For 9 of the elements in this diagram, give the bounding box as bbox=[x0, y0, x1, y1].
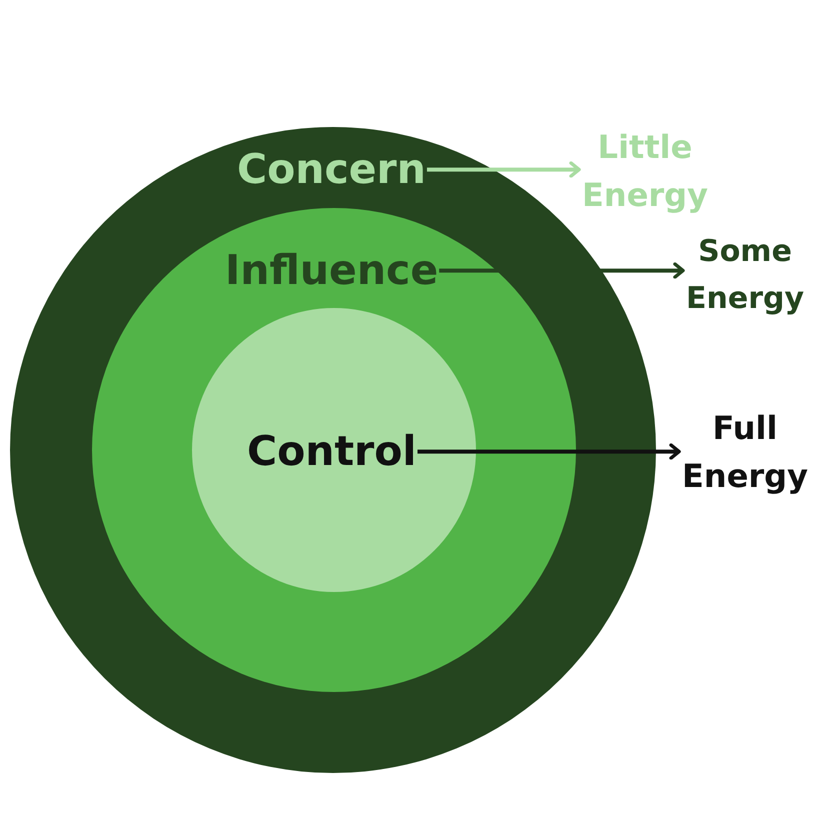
zone-label: Concern bbox=[237, 146, 426, 194]
zone-label: Influence bbox=[225, 247, 438, 294]
energy-label: Some Energy bbox=[686, 229, 804, 322]
zone-label: Control bbox=[247, 428, 416, 476]
arrow bbox=[418, 443, 681, 460]
arrow bbox=[439, 262, 685, 279]
energy-label: Little Energy bbox=[582, 123, 708, 219]
arrow bbox=[426, 161, 581, 178]
energy-label: Full Energy bbox=[682, 404, 808, 500]
